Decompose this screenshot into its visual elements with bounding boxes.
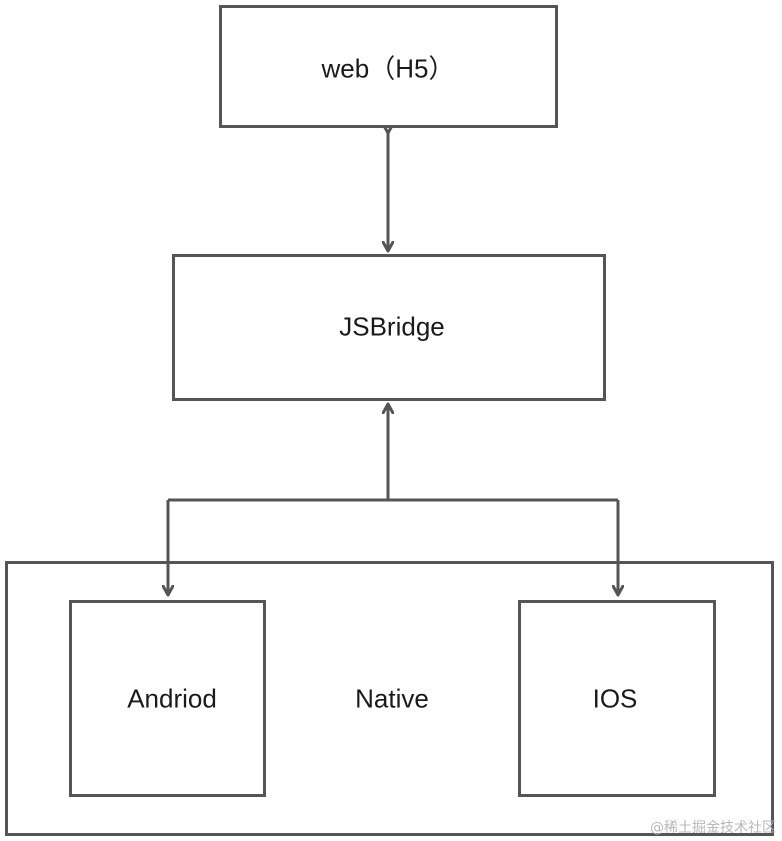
native-label: Native	[355, 683, 429, 714]
ios-label: IOS	[592, 683, 638, 714]
native-container	[5, 561, 774, 836]
ios-node	[518, 600, 716, 797]
watermark-text: @稀土掘金技术社区	[650, 820, 776, 836]
android-label: Andriod	[127, 683, 217, 714]
web-h5-node	[219, 5, 558, 128]
web-h5-label: web（H5）	[321, 53, 455, 84]
jsbridge-node	[172, 254, 606, 401]
android-node	[69, 600, 266, 797]
jsbridge-label: JSBridge	[339, 311, 445, 342]
